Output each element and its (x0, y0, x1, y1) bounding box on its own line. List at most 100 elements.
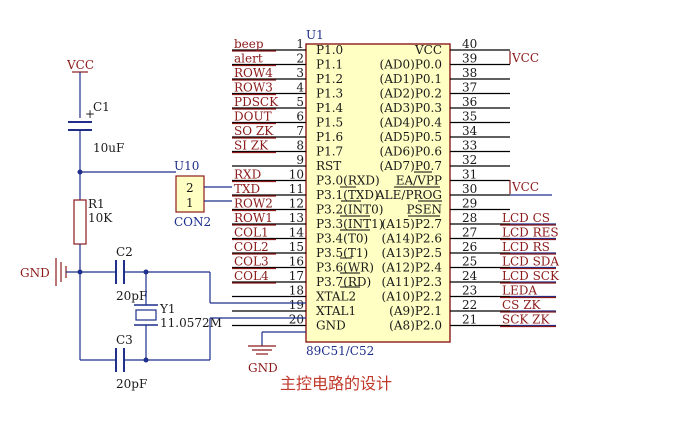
capacitor-c3: C3 20pF (115, 333, 147, 391)
pin-number: 21 (462, 313, 477, 327)
pin-number: 19 (289, 298, 304, 312)
pin-number: 5 (296, 95, 304, 109)
net-label: SI ZK (234, 139, 269, 153)
svg-text:Y1: Y1 (159, 302, 176, 316)
pin-name: (AD7)P0.7 (380, 159, 442, 173)
net-label: COL3 (234, 255, 269, 269)
net-label: SO ZK (234, 124, 274, 138)
pin-name: P3.2(INT0) (316, 203, 383, 217)
pin-name: (AD5)P0.5 (380, 130, 442, 144)
pin-name: (AD4)P0.4 (380, 116, 443, 130)
svg-text:C1: C1 (93, 100, 110, 114)
pin-name: (AD1)P0.1 (380, 72, 442, 86)
pin-number: 15 (289, 240, 304, 254)
pin-number: 25 (462, 255, 477, 269)
svg-text:R1: R1 (88, 197, 105, 211)
pin-number: 39 (462, 52, 477, 66)
pin-name: P3.7(RD) (316, 275, 371, 289)
pin-name: P1.0 (316, 43, 343, 57)
net-label: ROW4 (234, 66, 273, 80)
svg-text:1: 1 (186, 196, 194, 210)
pin-name: XTAL1 (316, 304, 356, 318)
net-label: ROW3 (234, 81, 273, 95)
net-label: TXD (234, 182, 260, 196)
pin-number: 18 (289, 284, 304, 298)
pin-name: P1.4 (316, 101, 344, 115)
pin-name: (AD2)P0.2 (380, 87, 442, 101)
svg-text:+: + (85, 107, 95, 121)
svg-text:10uF: 10uF (93, 141, 124, 155)
pin-number: 17 (289, 269, 304, 283)
pin-name: P3.6(WR) (316, 261, 374, 275)
pin-name: P1.6 (316, 130, 343, 144)
pin-19: 19 XTAL1 (232, 298, 356, 318)
pin-32: 32 (AD7)P0.7 (380, 153, 510, 173)
svg-text:VCC: VCC (66, 58, 94, 72)
svg-text:VCC: VCC (511, 51, 539, 65)
pin-20: 20 GND (232, 313, 346, 333)
pin-name: (A8)P2.0 (389, 319, 442, 333)
pin-name: P1.5 (316, 116, 343, 130)
svg-text:VCC: VCC (511, 180, 539, 194)
pin-name: GND (316, 319, 346, 333)
pin-name: P1.7 (316, 145, 343, 159)
pin-name: XTAL2 (316, 290, 356, 304)
pin-number: 7 (296, 124, 304, 138)
net-label: CS ZK (502, 298, 542, 312)
pin-number: 11 (289, 182, 304, 196)
pin-number: 26 (462, 240, 477, 254)
pin-number: 14 (289, 226, 305, 240)
pin-name: (A13)P2.5 (382, 246, 442, 260)
pin-name: P3.4(T0) (316, 232, 368, 246)
svg-text:11.0572M: 11.0572M (160, 316, 222, 330)
chip-body (305, 43, 451, 343)
svg-text:C3: C3 (116, 333, 133, 347)
pin-number: 27 (462, 226, 477, 240)
pin-number: 3 (296, 66, 304, 80)
pin-name: P3.3(INT1) (316, 217, 383, 231)
svg-text:C2: C2 (116, 245, 133, 259)
pin-number: 6 (296, 110, 304, 124)
pin-number: 37 (462, 81, 477, 95)
pin-number: 34 (462, 124, 478, 138)
net-label: LCD RES (502, 226, 559, 240)
pin-35: 35(AD4)P0.4 (380, 110, 510, 130)
pin-name: P1.3 (316, 87, 343, 101)
right-pin-group: 40VCC39(AD0)P0.038(AD1)P0.137(AD2)P0.236… (375, 37, 560, 333)
vcc-symbol-top: VCC (66, 58, 94, 73)
pin-number: 36 (462, 95, 477, 109)
svg-text:GND: GND (248, 361, 278, 375)
pin-number: 23 (462, 284, 477, 298)
pin-number: 9 (296, 153, 304, 167)
pin-number: 24 (462, 269, 478, 283)
pin-34: 34 (AD5)P0.5 (380, 124, 510, 144)
svg-text:20pF: 20pF (116, 377, 147, 391)
pin-number: 16 (289, 255, 304, 269)
net-label: SCK ZK (502, 313, 551, 327)
pin-name: (AD3)P0.3 (380, 101, 442, 115)
pin-number: 32 (462, 153, 477, 167)
pin-name: P3.0(RXD) (316, 174, 380, 188)
pin-number: 20 (289, 313, 304, 327)
chip-ref: U1 (306, 28, 324, 42)
overbars (340, 171, 442, 288)
